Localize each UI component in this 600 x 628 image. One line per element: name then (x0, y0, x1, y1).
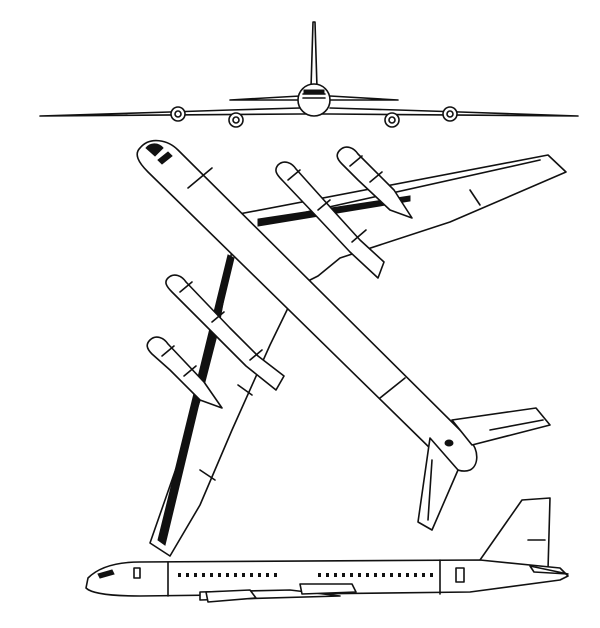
side-cockpit (97, 569, 115, 579)
plan-view (136, 139, 567, 557)
front-engine-inner-left (228, 112, 244, 128)
side-window (194, 573, 197, 577)
side-window (326, 573, 329, 577)
plan-engine-4 (146, 336, 223, 409)
side-window-row (178, 573, 433, 577)
side-window (234, 573, 237, 577)
side-window (274, 573, 277, 577)
side-engine-1 (205, 589, 257, 603)
side-window (398, 573, 401, 577)
plan-engine-2 (275, 161, 385, 279)
side-window (210, 573, 213, 577)
side-window (318, 573, 321, 577)
plan-tailplane-left (417, 437, 459, 531)
side-view (85, 497, 569, 603)
plan-fuselage-joint (187, 167, 406, 399)
side-window (266, 573, 269, 577)
plan-engine-1 (336, 146, 413, 219)
side-window (350, 573, 353, 577)
side-tailplane (529, 565, 569, 575)
side-window (374, 573, 377, 577)
front-cockpit-windows (302, 93, 326, 99)
front-engine-inner-right (384, 112, 400, 128)
front-tailplane (229, 95, 399, 101)
side-window (422, 573, 425, 577)
side-window (218, 573, 221, 577)
front-engine-outer-left (170, 106, 186, 122)
side-window (406, 573, 409, 577)
side-fuselage (85, 559, 569, 597)
plan-tail-marker (444, 439, 454, 447)
plan-cockpit (157, 151, 173, 165)
side-window (226, 573, 229, 577)
side-window (202, 573, 205, 577)
plan-nose-cap (145, 143, 164, 157)
side-window (342, 573, 345, 577)
plan-engine-3 (165, 274, 285, 391)
side-window (242, 573, 245, 577)
side-window (382, 573, 385, 577)
side-window (366, 573, 369, 577)
side-window (250, 573, 253, 577)
side-window (358, 573, 361, 577)
side-door-front (133, 567, 141, 579)
front-cockpit-frames (303, 89, 325, 94)
side-window (390, 573, 393, 577)
side-window (414, 573, 417, 577)
front-engine-outer-right (442, 106, 458, 122)
front-wing (39, 107, 579, 117)
side-window (258, 573, 261, 577)
front-fuselage (297, 83, 331, 117)
side-engine-2 (299, 583, 357, 595)
front-fin (310, 21, 318, 89)
side-window (430, 573, 433, 577)
side-window (178, 573, 181, 577)
front-view (39, 21, 579, 128)
side-window (186, 573, 189, 577)
side-window (334, 573, 337, 577)
side-door (455, 567, 465, 583)
plan-tailplane-right (451, 407, 551, 446)
